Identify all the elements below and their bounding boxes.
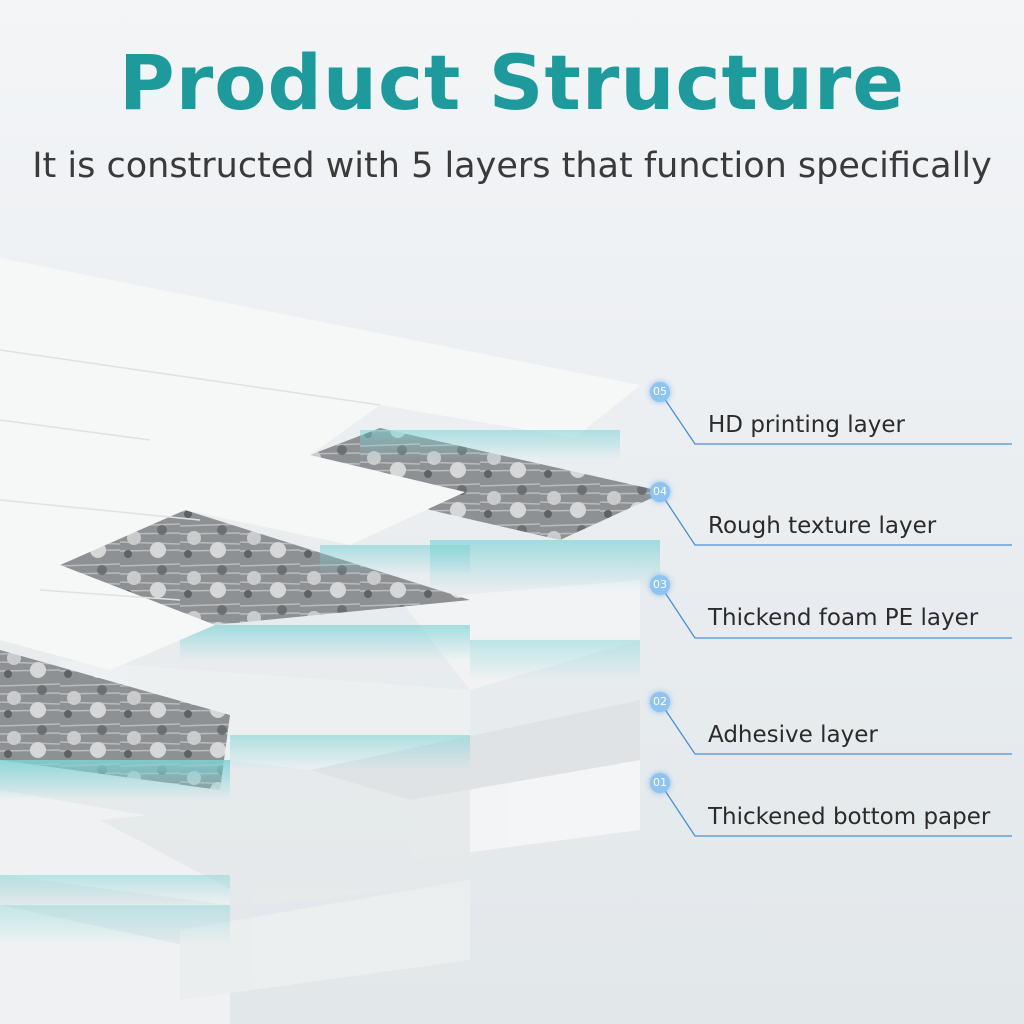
callout-line-03	[659, 584, 1012, 639]
layer-05-hd-printing	[0, 258, 640, 670]
callout-lines	[659, 391, 1012, 837]
layer-label-foam-pe: Thickend foam PE layer	[708, 605, 979, 631]
layer-01-bottom-paper	[0, 760, 640, 1024]
page-title: Product Structure	[119, 38, 905, 127]
layer-label-bottom-paper: Thickened bottom paper	[708, 804, 991, 830]
callout-line-05	[659, 391, 1012, 445]
layer-label-adhesive: Adhesive layer	[708, 722, 878, 748]
layer-label-hd-printing: HD printing layer	[708, 412, 905, 438]
layer-number-badge: 02	[650, 692, 670, 712]
layer-number-badge: 03	[650, 575, 670, 595]
callout-line-01	[659, 782, 1012, 837]
page-subtitle: It is constructed with 5 layers that fun…	[32, 146, 992, 186]
layer-number-badge: 04	[650, 482, 670, 502]
callout-line-02	[659, 701, 1012, 755]
layer-02-adhesive	[0, 700, 640, 905]
layer-number-badge: 01	[650, 773, 670, 793]
layer-label-rough-texture: Rough texture layer	[708, 513, 937, 539]
layer-number-badge: 05	[650, 382, 670, 402]
callout-line-04	[659, 491, 1012, 546]
